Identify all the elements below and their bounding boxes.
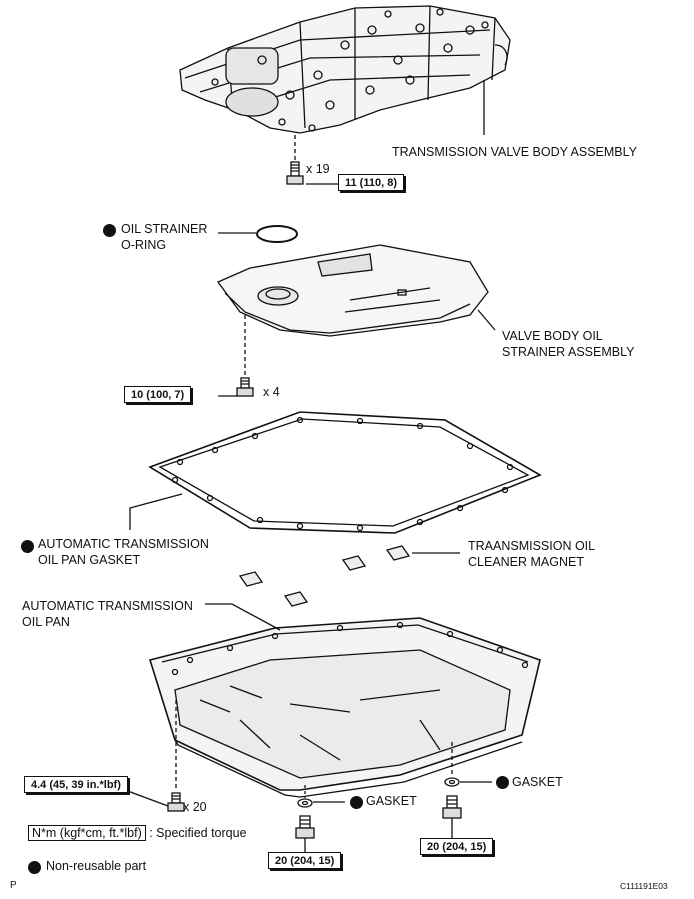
leader-oil-pan <box>205 603 281 631</box>
leader-torque-4-4 <box>124 789 169 807</box>
magnets-drawing <box>238 545 411 607</box>
o-ring-drawing <box>256 225 298 243</box>
label-strainer-line1: VALVE BODY OIL <box>502 329 603 343</box>
label-gasket-1: GASKET <box>366 794 417 808</box>
legend-torque: N*m (kgf*cm, ft.*lbf) : Specified torque <box>28 825 247 841</box>
label-magnet-line2: CLEANER MAGNET <box>468 555 584 569</box>
torque-box-pan-bolts: 4.4 (45, 39 in.*lbf) <box>24 776 128 793</box>
non-reusable-marker-gasket <box>21 540 34 553</box>
label-pan-gasket-line1: AUTOMATIC TRANSMISSION <box>38 537 209 551</box>
oil-pan-drawing <box>148 617 541 798</box>
label-strainer-line2: STRAINER ASSEMBLY <box>502 345 635 359</box>
leader-strainer <box>477 309 496 331</box>
strainer-bolt-drawing <box>236 377 254 397</box>
oil-strainer-drawing <box>216 244 489 337</box>
qty-strainer-bolts: x 4 <box>263 385 280 399</box>
pan-bolt-drawing <box>167 792 185 812</box>
corner-mark: P <box>10 880 17 891</box>
legend-torque-box: N*m (kgf*cm, ft.*lbf) <box>28 825 146 841</box>
label-magnet-line1: TRAANSMISSION OIL <box>468 539 596 553</box>
label-o-ring-line1: OIL STRAINER <box>121 222 208 236</box>
qty-valve-bolts: x 19 <box>306 162 330 176</box>
drain-plug-1-drawing <box>295 815 315 839</box>
torque-box-drain-plug-1: 20 (204, 15) <box>268 852 342 869</box>
torque-box-drain-plug-2: 20 (204, 15) <box>420 838 494 855</box>
leader-gasket <box>129 493 183 530</box>
non-reusable-marker-o-ring <box>103 224 116 237</box>
non-reusable-marker-gasket-1 <box>350 796 363 809</box>
valve-body-bolt-drawing <box>286 161 304 185</box>
drain-plug-2-drawing <box>442 795 462 819</box>
torque-box-valve-bolts: 11 (110, 8) <box>338 174 404 191</box>
label-o-ring-line2: O-RING <box>121 238 167 252</box>
valve-body-drawing <box>179 5 511 134</box>
gasket-2-drawing <box>444 777 460 787</box>
label-oil-pan-line1: AUTOMATIC TRANSMISSION <box>22 599 193 613</box>
label-gasket-2: GASKET <box>512 775 563 789</box>
gasket-1-drawing <box>297 798 313 808</box>
qty-pan-bolts: x 20 <box>183 800 207 814</box>
legend-torque-text: : Specified torque <box>149 826 247 840</box>
figure-code: C111191E03 <box>620 881 668 891</box>
oil-pan-gasket-drawing <box>148 411 542 534</box>
label-oil-pan-line2: OIL PAN <box>22 615 70 629</box>
label-valve-body: TRANSMISSION VALVE BODY ASSEMBLY <box>392 145 637 159</box>
legend-non-reusable-dot <box>28 861 41 874</box>
label-pan-gasket-line2: OIL PAN GASKET <box>38 553 141 567</box>
torque-box-strainer-bolts: 10 (100, 7) <box>124 386 192 403</box>
legend-non-reusable-text: Non-reusable part <box>46 859 147 873</box>
non-reusable-marker-gasket-2 <box>496 776 509 789</box>
